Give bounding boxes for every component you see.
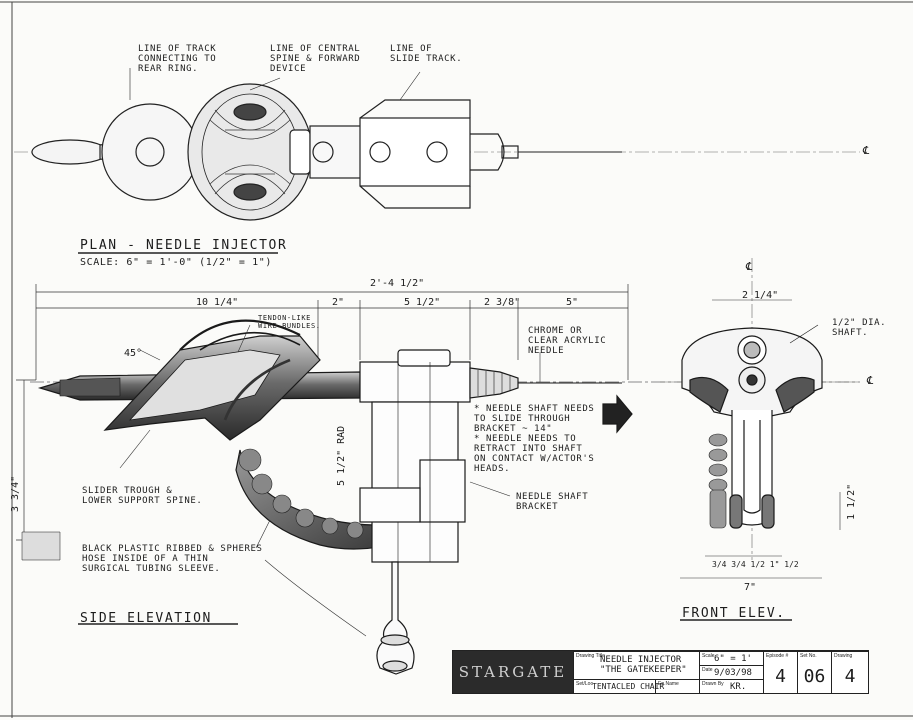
- dim-front-small: 3/4 3/4 1/2 1" 1/2: [712, 560, 799, 569]
- centerline-mark-front-top: ℄: [745, 260, 753, 273]
- dim-2-3-8: 2 3/8": [484, 297, 521, 308]
- tb-scale: 6" = 1': [714, 654, 752, 664]
- note-hose: BLACK PLASTIC RIBBED & SPHERES HOSE INSI…: [82, 544, 263, 574]
- direction-arrow: [602, 394, 633, 434]
- note-needle-retract: * NEEDLE NEEDS TO RETRACT INTO SHAFT ON …: [474, 434, 595, 474]
- tb-set: TENTACLED CHAIR: [592, 682, 665, 691]
- tb-drawing-label: Drawing: [834, 653, 853, 659]
- centerline-mark-front-side: ℄: [866, 374, 874, 387]
- stargate-logo: STARGATE: [453, 651, 573, 693]
- tb-epname-cell: Ep.Name: [655, 679, 699, 693]
- plan-title: PLAN - NEEDLE INJECTOR: [80, 238, 288, 253]
- dim-angle: 45°: [124, 348, 143, 359]
- plan-scale: SCALE: 6" = 1'-0" (1/2" = 1"): [80, 257, 272, 268]
- dim-5: 5": [566, 297, 579, 308]
- tb-drawing-title-cell: Drawing Title NEEDLE INJECTOR "THE GATEK…: [573, 651, 699, 679]
- dim-radius: 5 1/2" RAD: [336, 425, 347, 486]
- plan-view: [14, 68, 860, 221]
- note-front-shaft: 1/2" DIA. SHAFT.: [832, 318, 887, 338]
- tb-date-label: Date: [702, 667, 713, 673]
- dim-front-right: 1 1/2": [846, 483, 857, 520]
- leader-lines: [119, 324, 541, 637]
- note-chrome-needle: CHROME OR CLEAR ACRYLIC NEEDLE: [528, 326, 607, 356]
- tb-episode: 4: [775, 666, 786, 687]
- note-tendon: TENDON-LIKE WIRE BUNDLES.: [258, 314, 321, 330]
- tb-drawing-title: NEEDLE INJECTOR "THE GATEKEEPER": [600, 655, 687, 675]
- note-needle-slide: * NEEDLE SHAFT NEEDS TO SLIDE THROUGH BR…: [474, 404, 595, 434]
- tb-setno-cell: Set No. 06: [797, 651, 831, 693]
- side-handle: [376, 561, 415, 675]
- tb-episode-label: Episode #: [766, 653, 789, 659]
- front-title: FRONT ELEV.: [682, 606, 786, 621]
- dim-front-width: 2 1/4": [742, 290, 779, 301]
- dim-10-1-4: 10 1/4": [196, 297, 239, 308]
- dim-front-base: 7": [744, 582, 757, 593]
- tb-set-label: Set/Loc: [576, 681, 593, 687]
- dim-5-1-2: 5 1/2": [404, 297, 441, 308]
- tb-date-cell: Date 9/03/98: [699, 665, 763, 679]
- dim-overall: 2'-4 1/2": [370, 278, 425, 289]
- front-ribbed-hose: [708, 433, 728, 529]
- side-bracket: [359, 349, 471, 563]
- note-bracket: NEEDLE SHAFT BRACKET: [516, 492, 589, 512]
- front-view: [660, 258, 860, 579]
- tb-episode-cell: Episode # 4: [763, 651, 797, 693]
- tb-drawing-cell: Drawing 4: [831, 651, 868, 693]
- note-slider-trough: SLIDER TROUGH & LOWER SUPPORT SPINE.: [82, 486, 203, 506]
- tb-drawn-label: Drawn By: [702, 681, 724, 687]
- tb-setno-label: Set No.: [800, 653, 817, 659]
- note-line-of-track: LINE OF TRACK CONNECTING TO REAR RING.: [138, 44, 217, 74]
- dim-left-vertical: 3 3/4": [10, 475, 21, 512]
- tb-scale-cell: Scale 6" = 1': [699, 651, 763, 665]
- dim-2: 2": [332, 297, 345, 308]
- side-view-injector: [21, 319, 633, 675]
- tb-setno: 06: [803, 666, 826, 687]
- title-block: STARGATE Drawing Title NEEDLE INJECTOR "…: [452, 650, 869, 694]
- tb-set-cell: Set/Loc TENTACLED CHAIR: [573, 679, 664, 693]
- side-title: SIDE ELEVATION: [80, 611, 212, 626]
- note-line-of-spine: LINE OF CENTRAL SPINE & FORWARD DEVICE: [270, 44, 361, 74]
- note-line-of-slide: LINE OF SLIDE TRACK.: [390, 44, 463, 64]
- centerline-mark-plan: ℄: [862, 144, 870, 157]
- tb-drawn: KR.: [730, 682, 747, 692]
- tb-date: 9/03/98: [714, 668, 752, 678]
- tb-scale-label: Scale: [702, 653, 715, 659]
- tb-drawing: 4: [844, 666, 856, 687]
- tb-epname-label: Ep.Name: [658, 681, 679, 687]
- tb-drawing-title-label: Drawing Title: [576, 653, 605, 659]
- plan-rear-ring: [101, 103, 199, 201]
- tb-drawn-cell: Drawn By KR.: [699, 679, 763, 693]
